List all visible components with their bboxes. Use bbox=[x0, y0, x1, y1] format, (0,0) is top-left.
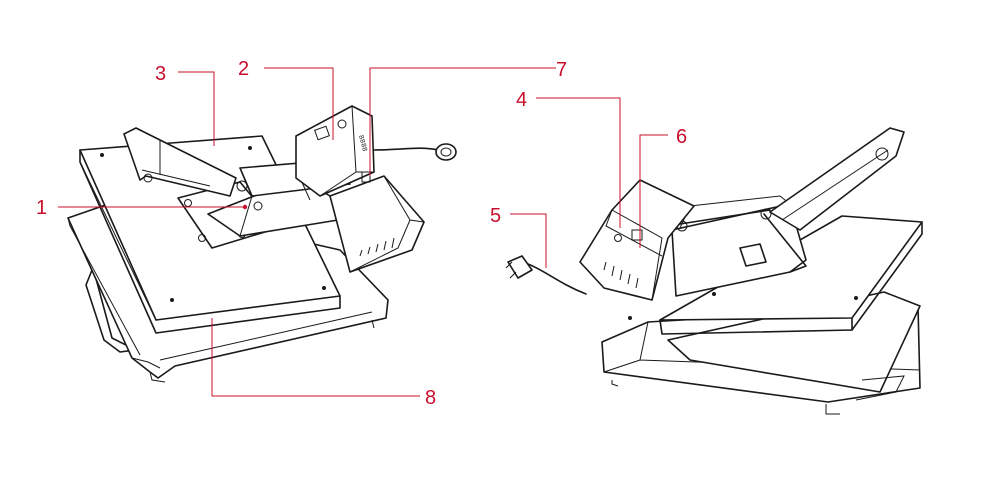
right-machine bbox=[505, 127, 923, 415]
callout-leaders bbox=[58, 67, 668, 397]
leader-7 bbox=[369, 67, 556, 176]
callout-4: 4 bbox=[516, 89, 527, 111]
leader-3 bbox=[178, 71, 215, 146]
callout-3: 3 bbox=[155, 63, 166, 85]
left-machine: 8888 bbox=[67, 105, 457, 383]
callout-7: 7 bbox=[556, 59, 567, 81]
callout-2: 2 bbox=[238, 58, 249, 80]
leader-6 bbox=[639, 134, 668, 248]
callout-1: 1 bbox=[36, 197, 47, 219]
right-lever-handle bbox=[769, 127, 905, 231]
leader-5 bbox=[510, 213, 547, 268]
callout-8: 8 bbox=[425, 387, 436, 409]
left-power-cord bbox=[373, 147, 439, 151]
left-base-rail bbox=[85, 269, 136, 353]
left-lever-handle bbox=[123, 127, 237, 197]
right-arm bbox=[671, 203, 807, 297]
leader-4 bbox=[536, 97, 621, 228]
callout-5: 5 bbox=[490, 205, 501, 227]
left-heater-housing bbox=[329, 175, 425, 273]
callout-6: 6 bbox=[676, 126, 687, 148]
right-power-cord bbox=[527, 263, 587, 295]
leader-2 bbox=[264, 67, 334, 140]
leader-8 bbox=[211, 318, 420, 397]
callout-labels: 1 2 3 4 5 6 7 8 bbox=[36, 58, 687, 409]
